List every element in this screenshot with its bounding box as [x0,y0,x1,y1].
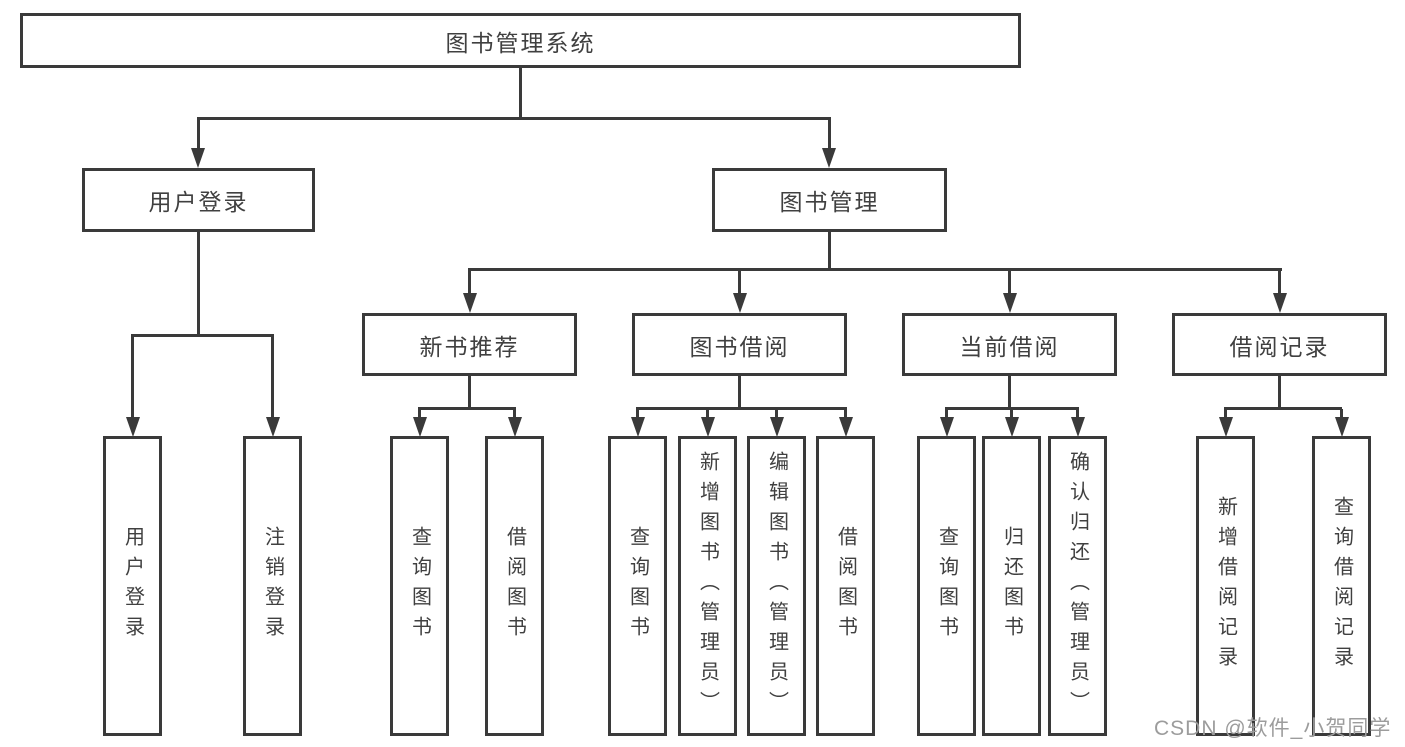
node-label: 借阅图书 [834,526,857,646]
node-label: 确认归还（管理员） [1066,451,1089,721]
connector-line [197,232,200,337]
leaf-edit-book-admin: 编辑图书（管理员） [747,436,806,736]
connector-line [1340,409,1343,419]
node-label: 借阅图书 [503,526,526,646]
connector-line [468,376,471,409]
leaf-logout: 注销登录 [243,436,302,736]
leaf-borrow-books: 借阅图书 [816,436,875,736]
connector-line [1076,409,1079,419]
node-label: 用户登录 [121,526,144,646]
leaf-query-books-current: 查询图书 [917,436,976,736]
leaf-borrow-books-recommend: 借阅图书 [485,436,544,736]
connector-line [945,409,948,419]
arrowhead-down [733,293,747,313]
connector-line [131,334,274,337]
arrowhead-down [463,293,477,313]
arrowhead-down [413,417,427,437]
node-library-system: 图书管理系统 [20,13,1021,68]
connector-line [636,409,639,419]
leaf-query-books-borrow: 查询图书 [608,436,667,736]
node-label: 新书推荐 [419,333,520,360]
arrowhead-down [940,417,954,437]
node-current-borrow: 当前借阅 [902,313,1117,376]
node-label: 借阅记录 [1229,333,1330,360]
node-user-login: 用户登录 [82,168,315,232]
node-label: 图书管理系统 [445,29,596,56]
connector-line [828,118,831,150]
connector-line [844,409,847,419]
node-book-borrow: 图书借阅 [632,313,847,376]
arrowhead-down [266,417,280,437]
connector-line [706,409,709,419]
connector-line [1008,269,1011,295]
arrowhead-down [1273,293,1287,313]
connector-line [1010,409,1013,419]
connector-line [418,407,516,410]
leaf-add-book-admin: 新增图书（管理员） [678,436,737,736]
node-label: 用户登录 [148,189,249,215]
arrowhead-down [126,417,140,437]
node-label: 当前借阅 [959,333,1060,360]
node-label: 编辑图书（管理员） [765,451,788,721]
connector-line [197,117,831,120]
node-label: 查询图书 [408,526,431,646]
connector-line [1278,376,1281,409]
connector-line [519,68,522,119]
connector-line [197,118,200,150]
connector-line [1278,269,1281,295]
connector-line [1008,376,1011,409]
watermark-text: CSDN @软件_小贺同学 [1154,717,1392,740]
arrowhead-down [1071,417,1085,437]
node-label: 新增图书（管理员） [696,451,719,721]
node-label: 图书管理 [779,189,880,215]
connector-line [738,376,741,409]
arrowhead-down [191,148,205,168]
node-label: 新增借阅记录 [1214,496,1237,676]
node-label: 图书借阅 [689,333,790,360]
arrowhead-down [770,417,784,437]
connector-line [828,232,831,270]
leaf-return-book: 归还图书 [982,436,1041,736]
arrowhead-down [1335,417,1349,437]
connector-line [775,409,778,419]
node-label: 查询图书 [935,526,958,646]
connector-line [636,407,847,410]
connector-line [513,409,516,419]
connector-line [945,407,1079,410]
leaf-add-borrow-record: 新增借阅记录 [1196,436,1255,736]
connector-line [271,336,274,419]
node-label: 注销登录 [261,526,284,646]
leaf-user-login: 用户登录 [103,436,162,736]
arrowhead-down [839,417,853,437]
arrowhead-down [508,417,522,437]
connector-line [468,268,1282,271]
arrowhead-down [1005,417,1019,437]
connector-line [1224,409,1227,419]
leaf-query-borrow-record: 查询借阅记录 [1312,436,1371,736]
node-label: 归还图书 [1000,526,1023,646]
arrowhead-down [1219,417,1233,437]
arrowhead-down [822,148,836,168]
node-book-management: 图书管理 [712,168,947,232]
connector-line [1224,407,1342,410]
connector-line [738,269,741,295]
arrowhead-down [1003,293,1017,313]
node-label: 查询借阅记录 [1330,496,1353,676]
connector-line [131,336,134,419]
leaf-confirm-return-admin: 确认归还（管理员） [1048,436,1107,736]
node-label: 查询图书 [626,526,649,646]
leaf-query-books-recommend: 查询图书 [390,436,449,736]
arrowhead-down [701,417,715,437]
node-borrow-records: 借阅记录 [1172,313,1387,376]
connector-line [418,409,421,419]
connector-line [468,269,471,295]
arrowhead-down [631,417,645,437]
node-new-book-recommend: 新书推荐 [362,313,577,376]
